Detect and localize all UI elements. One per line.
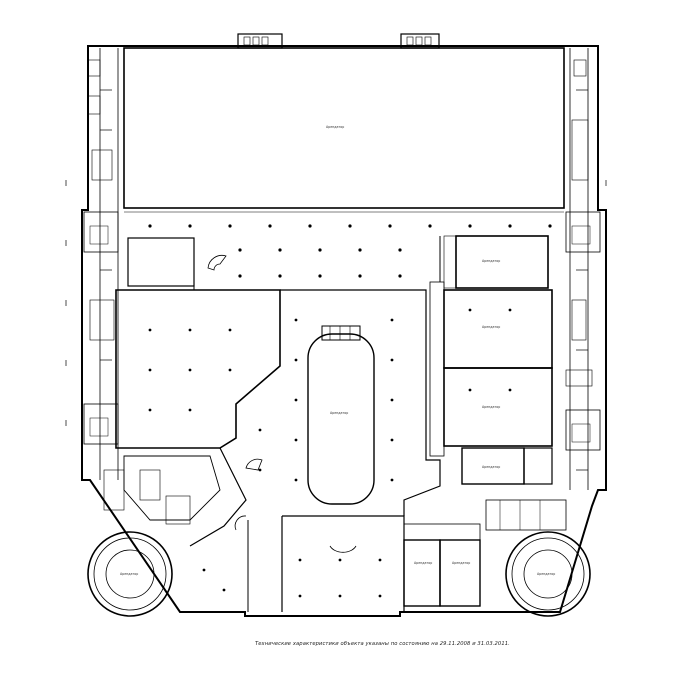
rotunda-left bbox=[87, 531, 173, 617]
top-room-label: Арендатор bbox=[326, 125, 344, 129]
building-outline bbox=[81, 45, 607, 617]
room-tag: Арендатор bbox=[452, 561, 470, 565]
right-circle-label: Арендатор bbox=[537, 572, 555, 576]
shop-bottom-1 bbox=[403, 539, 441, 607]
shop-left-large bbox=[115, 289, 281, 449]
shop-bottom-2 bbox=[439, 539, 481, 607]
shop-right-mid-1 bbox=[443, 289, 553, 369]
room-tag: Арендатор bbox=[482, 405, 500, 409]
central-label: Арендатор bbox=[330, 411, 348, 415]
left-circle-label: Арендатор bbox=[120, 572, 138, 576]
drawing-caption: Технические характеристики объекта указа… bbox=[255, 641, 510, 647]
rotunda-right bbox=[505, 531, 591, 617]
room-tag: Арендатор bbox=[414, 561, 432, 565]
room-tag: Арендатор bbox=[482, 325, 500, 329]
room-tag: Арендатор bbox=[482, 259, 500, 263]
shop-upper-left bbox=[127, 237, 195, 287]
column-grid bbox=[148, 224, 552, 598]
central-atrium bbox=[307, 333, 375, 505]
shop-right-top bbox=[455, 235, 549, 289]
room-tag: Арендатор bbox=[482, 465, 500, 469]
